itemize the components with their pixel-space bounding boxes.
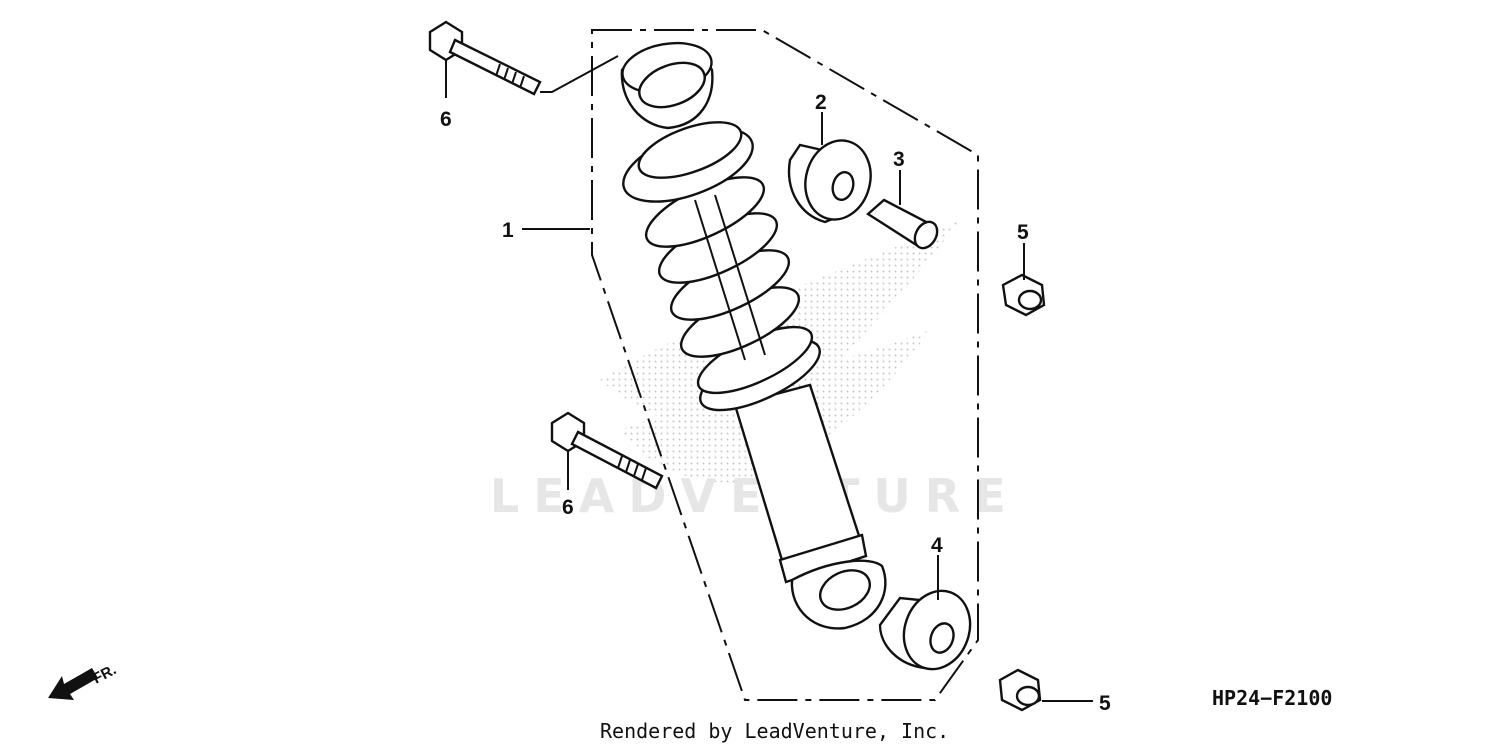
callout-6-lower: 6	[562, 496, 574, 519]
render-credit: Rendered by LeadVenture, Inc.	[600, 719, 949, 743]
nut-lower	[998, 668, 1042, 712]
bolt-upper	[428, 20, 542, 96]
watermark-text: LEADVENTURE	[490, 469, 1020, 523]
nut-upper	[1001, 273, 1046, 317]
collar	[866, 198, 939, 250]
callout-5-upper: 5	[1017, 221, 1029, 244]
bolt-lower	[550, 411, 664, 490]
callout-1: 1	[502, 219, 514, 242]
callout-6-upper: 6	[440, 108, 452, 131]
shock-absorber	[620, 41, 887, 630]
assembly-outline	[591, 29, 979, 701]
callout-4: 4	[931, 534, 943, 557]
callout-3: 3	[893, 148, 905, 171]
diagram-code: HP24−F2100	[1212, 686, 1332, 710]
callout-5-lower: 5	[1099, 692, 1111, 715]
callout-2: 2	[815, 91, 827, 114]
lower-bushing	[878, 589, 972, 671]
front-label: FR.	[90, 661, 119, 687]
upper-bushing	[787, 139, 872, 224]
leader-lines	[445, 55, 1093, 702]
front-direction-arrow: FR.	[48, 661, 119, 700]
